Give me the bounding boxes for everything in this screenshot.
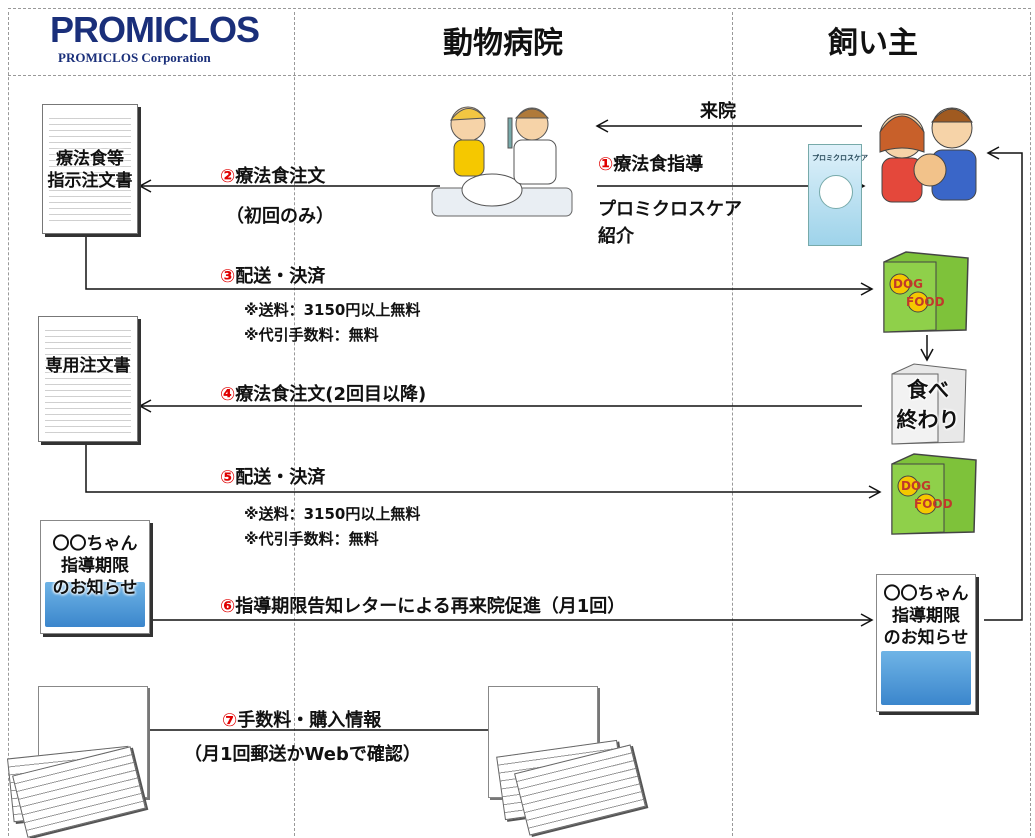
notice-flyer-owner-text: 〇〇ちゃん 指導期限 のお知らせ	[883, 584, 969, 648]
lane-divider-hospital-owner	[732, 12, 733, 836]
empty-food-bag	[891, 363, 967, 445]
step2-label: ②療法食注文	[220, 166, 326, 187]
notice-flyer-owner: 〇〇ちゃん 指導期限 のお知らせ	[876, 574, 976, 712]
lane-border-right	[1030, 12, 1031, 836]
dedicated-order-form	[38, 316, 138, 442]
arrow-step5	[85, 432, 882, 499]
step1-label: ①療法食指導	[598, 154, 704, 175]
step3-note-shipping: ※送料：3150円以上無料	[244, 301, 421, 319]
instruction-order-title: 療法食等 指示注文書	[47, 149, 133, 191]
step5-note-shipping: ※送料：3150円以上無料	[244, 505, 421, 523]
dog-food-bag-2-line1: DOG	[901, 479, 931, 493]
dog-food-bag-1-line2: FOOD	[906, 295, 945, 309]
step5-note-cod: ※代引手数料：無料	[244, 530, 379, 548]
dog-food-bag-1-line1: DOG	[893, 277, 923, 291]
dog-food-bag-2: DOG FOOD	[891, 453, 977, 535]
step7-label: ⑦手数料・購入情報	[222, 710, 382, 731]
header-divider	[8, 75, 1031, 76]
family-with-dog-illustration	[879, 107, 977, 203]
step2-sub: （初回のみ）	[226, 206, 334, 227]
instruction-order-form	[42, 104, 138, 234]
promiclos-logo: PROMICLOS PROMICLOS Corporation	[50, 9, 260, 66]
arrow-return-visit	[984, 146, 1023, 621]
lane-title-owner: 飼い主	[828, 26, 918, 61]
notice-flyer-company: 〇〇ちゃん 指導期限 のお知らせ	[40, 520, 150, 634]
step6-label: ⑥指導期限告知レターによる再来院促進（月1回）	[220, 596, 626, 617]
promicloscare-pamphlet: プロミクロスケア	[808, 144, 868, 246]
step3-label: ③配送・決済	[220, 266, 326, 287]
frame-top-line	[8, 8, 1031, 9]
step3-note-cod: ※代引手数料：無料	[244, 326, 379, 344]
visit-label: 来院	[700, 101, 736, 122]
finished-eating-text: 食べ 終わり	[896, 378, 960, 432]
step4-label: ④療法食注文(2回目以降)	[220, 384, 427, 405]
dog-food-bag-2-line2: FOOD	[914, 497, 953, 511]
lane-title-hospital: 動物病院	[443, 26, 563, 61]
step5-label: ⑤配送・決済	[220, 467, 326, 488]
step1-sub2: 紹介	[598, 226, 634, 247]
arrow-step3	[85, 232, 874, 296]
lane-border-left	[8, 12, 9, 836]
notice-flyer-company-text: 〇〇ちゃん 指導期限 のお知らせ	[52, 534, 138, 598]
lane-divider-company-hospital	[294, 12, 295, 836]
step1-sub1: プロミクロスケア	[598, 199, 742, 220]
step7-sub: （月1回郵送かWebで確認）	[184, 744, 421, 765]
dedicated-order-title: 専用注文書	[45, 356, 131, 376]
vet-illustration	[431, 106, 573, 217]
dog-food-bag-1: DOG FOOD	[883, 251, 969, 333]
